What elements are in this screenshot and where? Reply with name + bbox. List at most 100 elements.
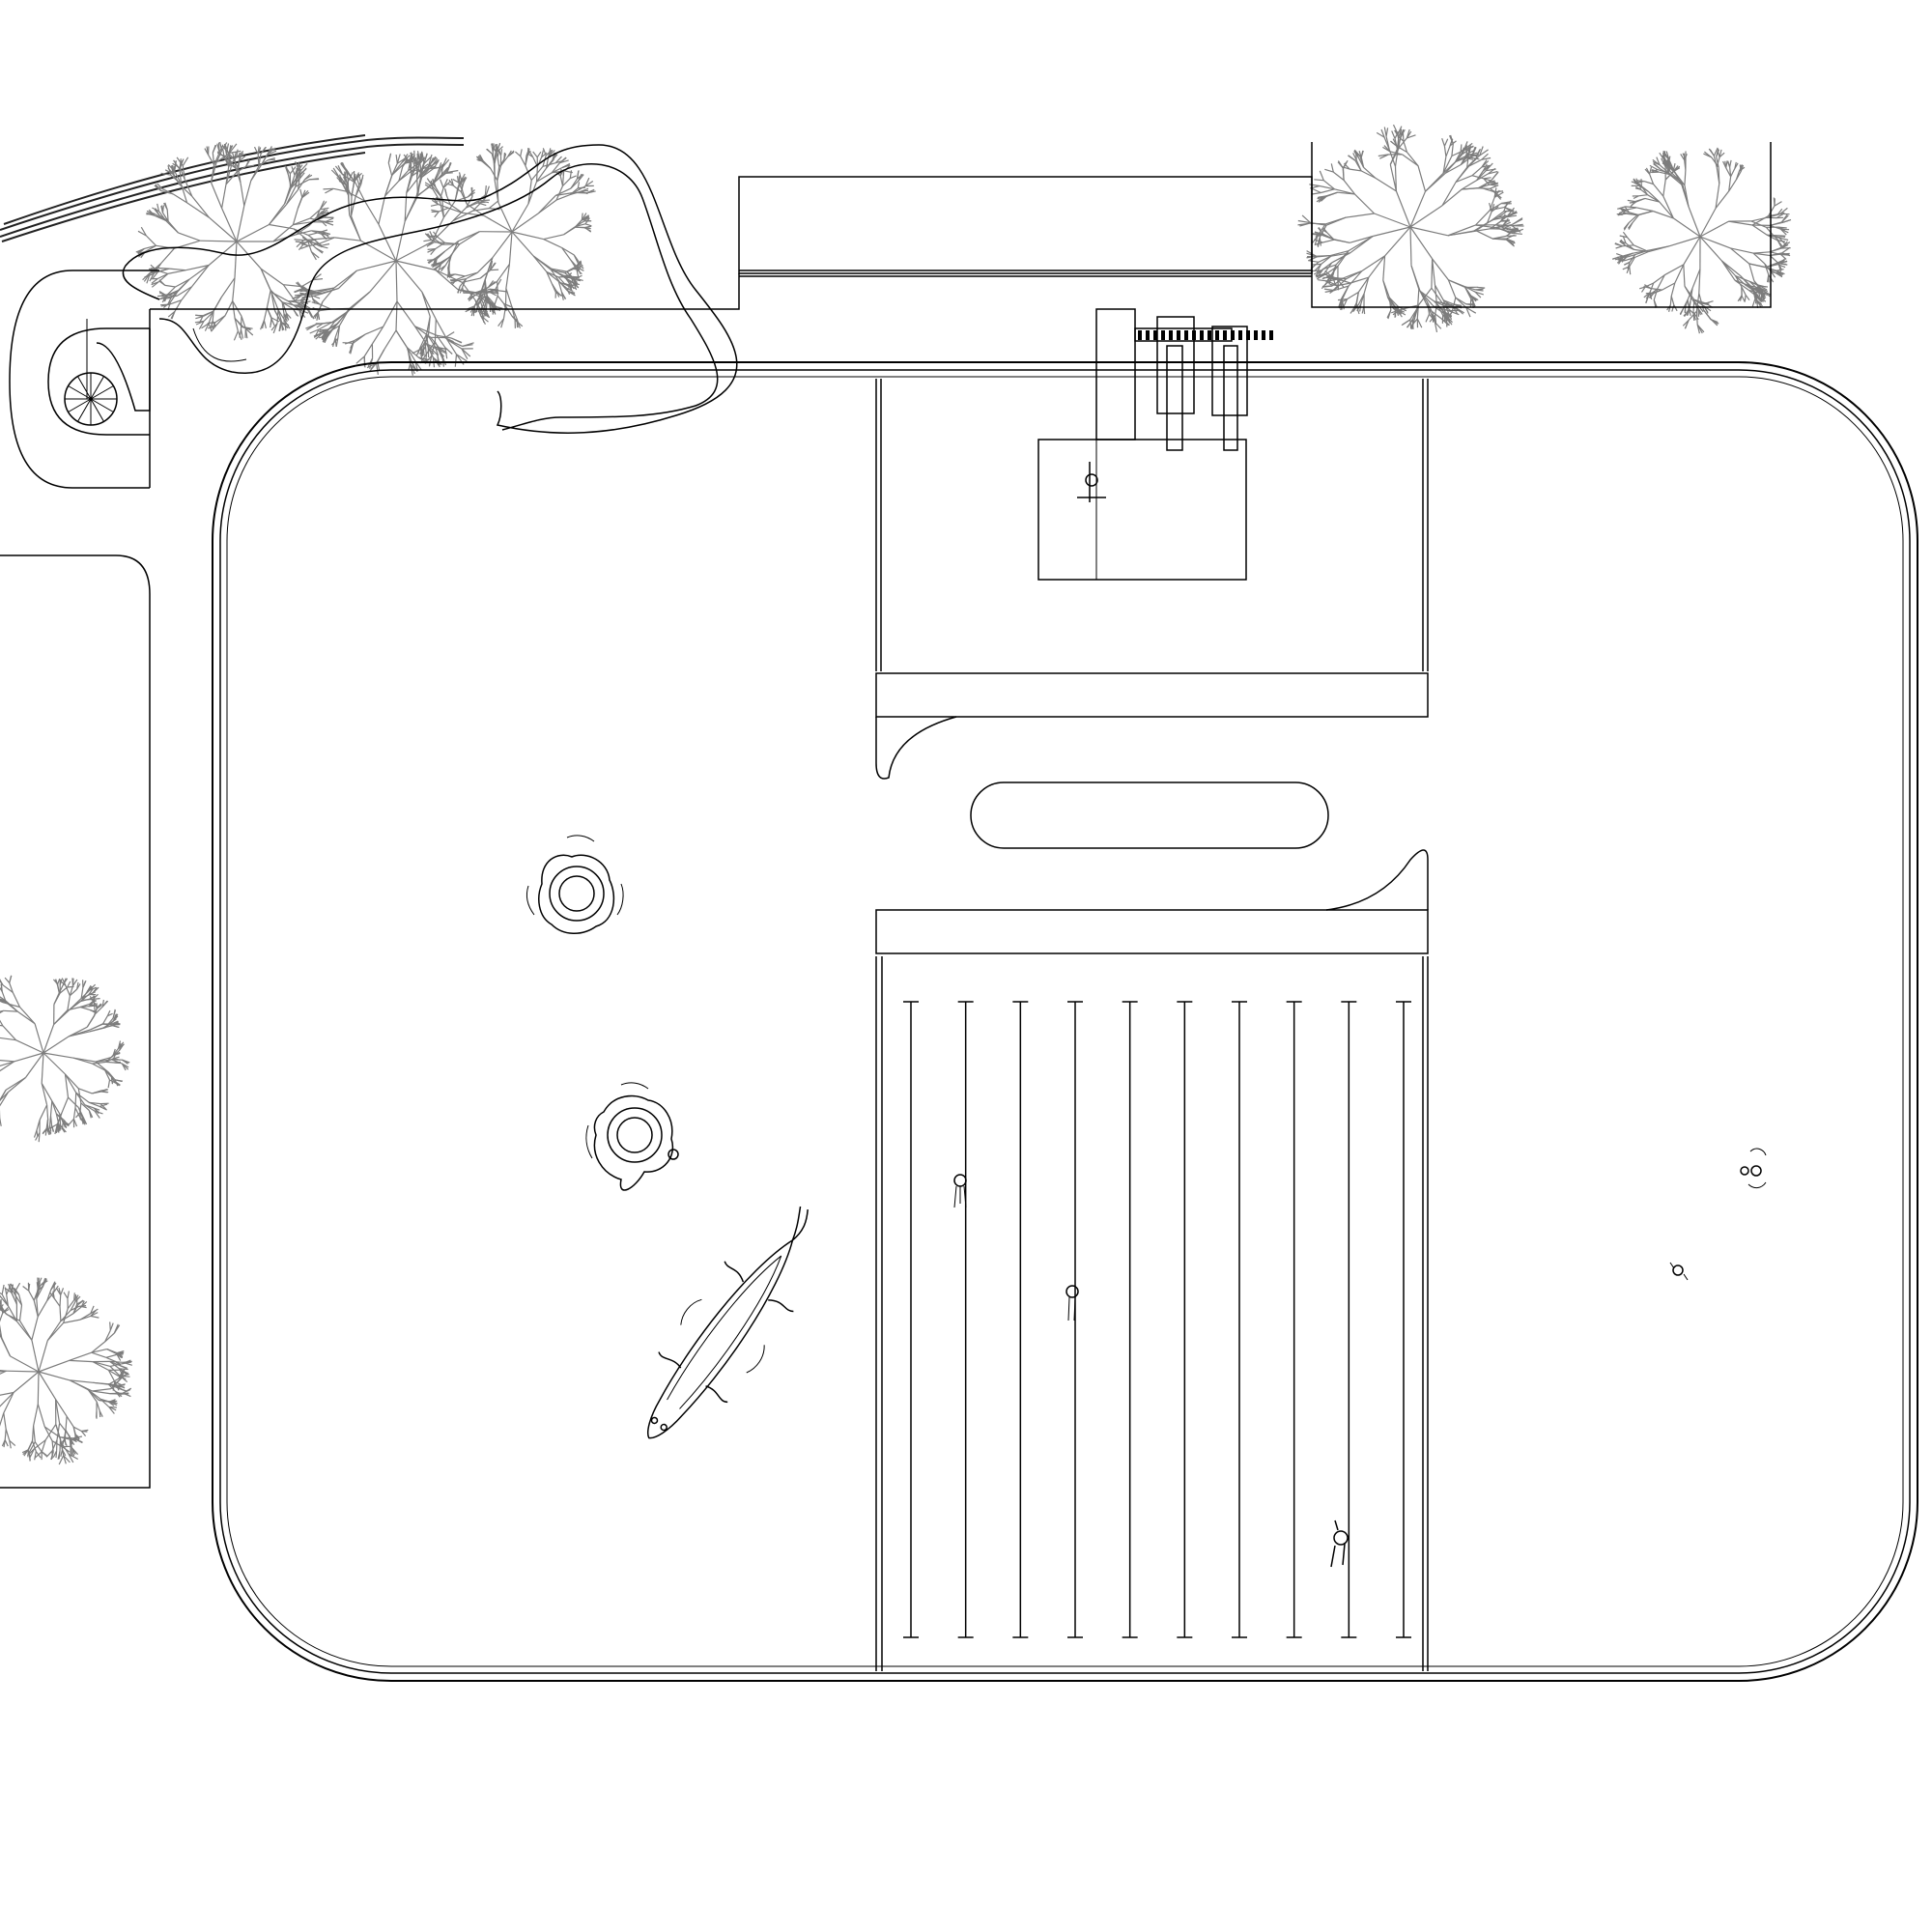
- tree-branch: [1389, 151, 1403, 156]
- tree-branch: [536, 167, 547, 183]
- tree-branch: [1441, 138, 1445, 147]
- tree-branch: [109, 1393, 121, 1395]
- tree-branch: [483, 308, 486, 318]
- tree-branch: [1612, 256, 1622, 260]
- tree-branch: [77, 1107, 84, 1118]
- tree-branch: [557, 281, 563, 293]
- tree-branch: [81, 991, 88, 1001]
- tree-branch: [527, 180, 532, 205]
- tree-branch: [1474, 291, 1484, 296]
- tree-branch: [452, 185, 462, 193]
- tree-branch: [436, 250, 445, 261]
- tree-branch: [1325, 265, 1339, 275]
- tree-branch: [80, 1431, 87, 1436]
- tree-branch: [511, 231, 534, 257]
- tree-branch: [178, 278, 190, 291]
- tree-branch: [1311, 187, 1321, 194]
- tree-branch: [96, 1401, 100, 1411]
- tree-branch: [441, 355, 447, 366]
- tree-branch: [45, 1450, 53, 1458]
- diving-board-1[interactable]: [1156, 316, 1195, 451]
- tree-branch: [1506, 234, 1515, 240]
- tree-branch: [80, 1006, 91, 1010]
- tree-branch: [395, 260, 423, 293]
- board-tick: [1184, 330, 1188, 340]
- tree-branch: [320, 207, 329, 211]
- tree-branch: [0, 1412, 5, 1427]
- tree-branch: [1470, 295, 1477, 301]
- tree-branch: [2, 984, 14, 993]
- tree-branch: [452, 178, 459, 184]
- tree-branch: [1617, 213, 1627, 216]
- tree-branch: [525, 165, 532, 181]
- tree-branch: [1357, 276, 1370, 293]
- tree-branch: [318, 237, 335, 245]
- tree-branch: [1716, 156, 1719, 168]
- tree-branch: [1688, 310, 1697, 321]
- tree-branch: [37, 1371, 40, 1405]
- tree-branch: [109, 1079, 118, 1085]
- tree-branch: [36, 1130, 39, 1138]
- tree-branch: [1337, 191, 1355, 195]
- tree-branch: [479, 270, 491, 279]
- tree-branch: [315, 247, 324, 254]
- tree-branch: [1406, 134, 1416, 139]
- tree-branch: [245, 159, 250, 167]
- tree-branch: [1474, 291, 1482, 298]
- tree-branch: [203, 312, 213, 322]
- tree-branch: [1776, 213, 1784, 219]
- tree-branch: [1634, 248, 1649, 253]
- tree-branch: [543, 239, 562, 249]
- tree-branch: [191, 265, 210, 288]
- tree-branch: [1321, 228, 1328, 234]
- tree-branch: [376, 349, 385, 364]
- lap-pool-coping: [875, 849, 1429, 1671]
- tree-branch: [334, 165, 344, 176]
- tree-branch: [1355, 159, 1362, 172]
- tree-branch: [504, 305, 513, 317]
- tree-branch: [555, 194, 571, 201]
- tree-branch: [347, 170, 356, 184]
- tree-branch: [93, 995, 95, 1004]
- tree-branch: [430, 180, 434, 190]
- tree-branch: [78, 1088, 93, 1094]
- tree-branch: [27, 1440, 34, 1451]
- tree-branch: [569, 187, 579, 196]
- tree-branch: [107, 1012, 113, 1017]
- tree-branch: [575, 262, 582, 268]
- tree-branch: [1675, 173, 1686, 186]
- tree-branch: [304, 174, 313, 181]
- tree-branch: [570, 175, 577, 180]
- tree-branch: [157, 268, 170, 273]
- tree-branch: [430, 204, 439, 207]
- tree-branch: [260, 268, 284, 286]
- tree-branch: [424, 233, 432, 241]
- tree-branch: [260, 153, 269, 166]
- tree-branch: [72, 1057, 93, 1065]
- tree-branch: [1658, 171, 1670, 176]
- tree-branch: [1485, 162, 1493, 172]
- tree-branch: [423, 153, 428, 163]
- tree-branch: [1325, 216, 1347, 225]
- tree-branch: [1319, 228, 1324, 236]
- tree-branch: [211, 324, 217, 332]
- tree-branch: [1384, 226, 1411, 257]
- tree-branch: [1402, 154, 1419, 167]
- tree-branch: [344, 340, 355, 345]
- tree-branch: [1781, 218, 1792, 224]
- tree-branch: [318, 330, 327, 336]
- diving-board-2[interactable]: [1211, 326, 1248, 451]
- tree-branch: [391, 162, 398, 177]
- tree-branch: [583, 227, 591, 232]
- tree-branch: [582, 218, 589, 221]
- tree-branch: [327, 322, 335, 332]
- tree-branch: [1643, 285, 1652, 290]
- tree-branch: [1685, 299, 1689, 308]
- tree-branch: [1321, 275, 1331, 280]
- tree-branch: [242, 327, 251, 330]
- tree-branch: [1342, 166, 1350, 170]
- tree-branch: [33, 1289, 39, 1301]
- tree-branch: [446, 183, 454, 186]
- tree-branch: [569, 283, 577, 287]
- tree-branch: [111, 1059, 123, 1065]
